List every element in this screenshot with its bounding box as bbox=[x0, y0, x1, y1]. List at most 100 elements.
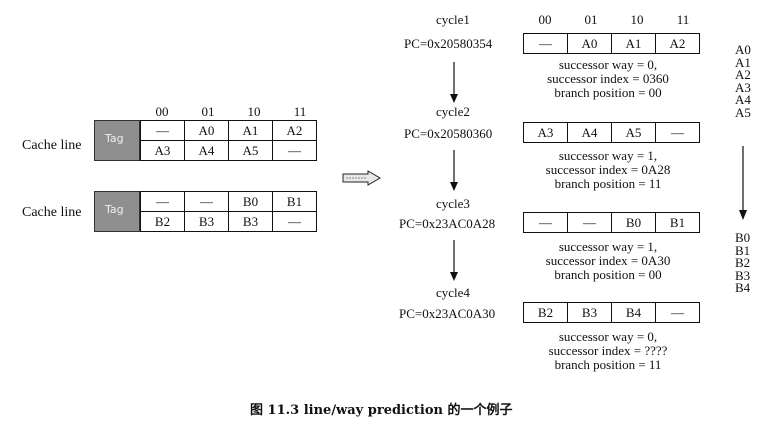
table-cell: — bbox=[539, 215, 552, 230]
branch-position: branch position = 11 bbox=[554, 176, 662, 191]
cycle-title: cycle4 bbox=[436, 285, 470, 300]
cycle-line-table: — A0 A1 A2 bbox=[523, 33, 700, 54]
table-cell: A0 bbox=[184, 121, 228, 140]
table-cell: B4 bbox=[611, 303, 655, 322]
prediction-info: successor way = 1, successor index = 0A3… bbox=[508, 240, 708, 282]
table-cell: A5 bbox=[611, 123, 655, 142]
flow-arrow-icon bbox=[342, 170, 381, 186]
col-header-00: 00 bbox=[538, 12, 552, 27]
pc-value: PC=0x20580354 bbox=[404, 36, 493, 51]
pc-value: PC=0x23AC0A28 bbox=[399, 216, 496, 231]
tag-text-2: Tag bbox=[105, 203, 124, 216]
table-cell: A4 bbox=[567, 123, 611, 142]
stream-item: B3 bbox=[735, 267, 751, 283]
branch-position: branch position = 00 bbox=[554, 267, 662, 282]
cycle-title: cycle2 bbox=[436, 104, 470, 119]
table-cell: — bbox=[655, 303, 699, 322]
fetch-stream-b: B0 B1 B2 B3 B4 bbox=[735, 230, 751, 296]
table-cell: — bbox=[156, 194, 169, 209]
table-cell: B3 bbox=[228, 212, 272, 231]
table-cell: — bbox=[539, 36, 552, 51]
table-cell: A1 bbox=[611, 34, 655, 53]
col-header-00: 00 bbox=[155, 104, 169, 119]
tag-text-1: Tag bbox=[105, 132, 124, 145]
cycle-title: cycle1 bbox=[436, 12, 470, 27]
figure-caption: 图 11.3 line/way prediction 的一个例子 bbox=[250, 403, 513, 418]
stream-item: B4 bbox=[735, 280, 751, 296]
pc-value: PC=0x20580360 bbox=[404, 126, 493, 141]
stream-item: B1 bbox=[735, 242, 751, 258]
table-cell: — bbox=[184, 192, 228, 211]
tag-block-1: Tag bbox=[94, 120, 140, 161]
table-row: B2 B3 B3 — bbox=[141, 211, 316, 231]
stream-item: A1 bbox=[735, 54, 751, 70]
stream-item: B0 bbox=[735, 230, 751, 245]
table-cell: A1 bbox=[228, 121, 272, 140]
successor-index: successor index = 0A28 bbox=[545, 162, 671, 177]
down-arrow-icon bbox=[450, 240, 458, 281]
cache-line-label-2: Cache line bbox=[22, 205, 82, 220]
table-cell: B2 bbox=[537, 305, 554, 320]
table-cell: — bbox=[567, 213, 611, 232]
table-row: — A0 A1 A2 bbox=[141, 121, 316, 140]
down-arrow-icon bbox=[450, 150, 458, 191]
col-header-11: 11 bbox=[293, 104, 307, 119]
successor-way: successor way = 0, bbox=[558, 329, 658, 344]
table-cell: A0 bbox=[567, 34, 611, 53]
table-row: — A0 A1 A2 bbox=[524, 34, 699, 53]
table-cell: — bbox=[272, 212, 316, 231]
table-cell: B1 bbox=[272, 192, 316, 211]
pc-value: PC=0x23AC0A30 bbox=[399, 306, 496, 321]
col-header-01: 01 bbox=[201, 104, 215, 119]
table-cell: — bbox=[272, 141, 316, 160]
table-cell: B3 bbox=[567, 303, 611, 322]
prediction-info: successor way = 0, successor index = 036… bbox=[508, 58, 708, 100]
stream-item: A4 bbox=[735, 92, 751, 108]
cache-line-1-table: — A0 A1 A2 A3 A4 A5 — bbox=[140, 120, 317, 161]
stream-item: B2 bbox=[735, 255, 751, 271]
table-row: B2 B3 B4 — bbox=[524, 303, 699, 322]
successor-way: successor way = 1, bbox=[558, 148, 658, 163]
table-row: A3 A4 A5 — bbox=[524, 123, 699, 142]
fetch-stream-a: A0 A1 A2 A3 A4 A5 bbox=[735, 42, 751, 120]
cycle-line-table: A3 A4 A5 — bbox=[523, 122, 700, 143]
table-cell: A3 bbox=[537, 125, 554, 140]
successor-index: successor index = ???? bbox=[548, 343, 668, 358]
table-cell: A5 bbox=[228, 141, 272, 160]
prediction-info: successor way = 0, successor index = ???… bbox=[508, 330, 708, 372]
table-cell: A2 bbox=[272, 121, 316, 140]
cache-line-2-table: — — B0 B1 B2 B3 B3 — bbox=[140, 191, 317, 232]
stream-item: A0 bbox=[735, 42, 751, 57]
table-row: — — B0 B1 bbox=[524, 213, 699, 232]
branch-position: branch position = 00 bbox=[554, 85, 662, 100]
successor-way: successor way = 1, bbox=[558, 239, 658, 254]
branch-position: branch position = 11 bbox=[554, 357, 662, 372]
stream-item: A3 bbox=[735, 79, 751, 95]
stream-item: A2 bbox=[735, 67, 751, 83]
prediction-info: successor way = 1, successor index = 0A2… bbox=[508, 149, 708, 191]
col-header-11: 11 bbox=[676, 12, 690, 27]
col-header-10: 10 bbox=[247, 104, 261, 119]
successor-way: successor way = 0, bbox=[558, 57, 658, 72]
successor-index: successor index = 0360 bbox=[547, 71, 669, 86]
stream-item: A5 bbox=[735, 104, 751, 120]
table-cell: B1 bbox=[655, 213, 699, 232]
table-cell: B3 bbox=[184, 212, 228, 231]
table-row: — — B0 B1 bbox=[141, 192, 316, 211]
table-cell: A2 bbox=[655, 34, 699, 53]
table-cell: B0 bbox=[611, 213, 655, 232]
table-row: A3 A4 A5 — bbox=[141, 140, 316, 160]
cycle-line-table: — — B0 B1 bbox=[523, 212, 700, 233]
table-cell: — bbox=[655, 123, 699, 142]
table-cell: B0 bbox=[228, 192, 272, 211]
col-header-10: 10 bbox=[630, 12, 644, 27]
down-arrow-icon bbox=[450, 62, 458, 103]
successor-index: successor index = 0A30 bbox=[545, 253, 671, 268]
table-cell: B2 bbox=[154, 214, 171, 229]
cycle-line-table: B2 B3 B4 — bbox=[523, 302, 700, 323]
tag-block-2: Tag bbox=[94, 191, 140, 232]
table-cell: A3 bbox=[154, 143, 171, 158]
col-header-01: 01 bbox=[584, 12, 598, 27]
down-arrow-icon bbox=[739, 146, 747, 220]
table-cell: — bbox=[156, 123, 169, 138]
